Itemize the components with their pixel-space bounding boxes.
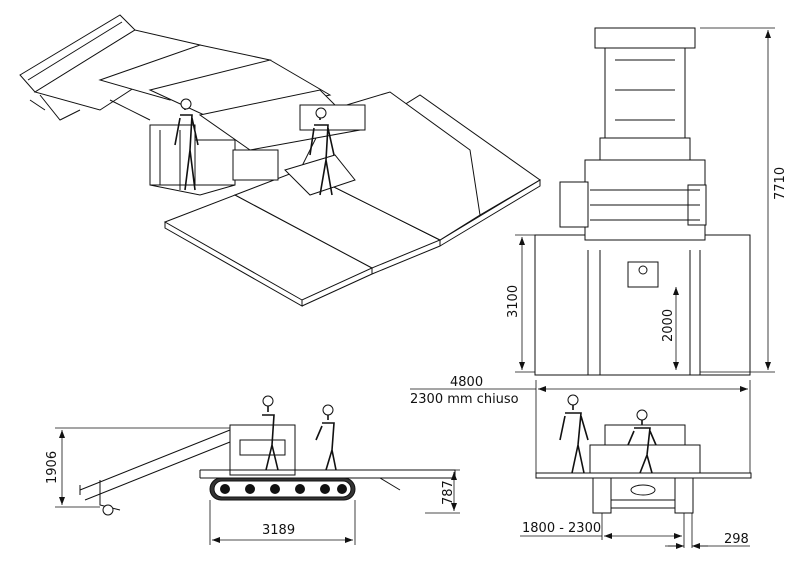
dim-total-height: 7710 (773, 167, 788, 200)
front-view (534, 27, 751, 376)
dim-side-height: 1906 (45, 451, 60, 484)
dim-track-width: 298 (724, 532, 749, 547)
dim-track-length: 3189 (262, 523, 295, 538)
dimension-lines (55, 27, 775, 549)
dim-platform-height: 3100 (506, 285, 521, 318)
isometric-view (19, 14, 541, 307)
rear-view (535, 394, 752, 514)
dim-open-width: 4800 (450, 375, 483, 390)
side-view (79, 395, 456, 516)
dim-closed-width: 2300 mm chiuso (410, 392, 519, 407)
dim-operator-height: 2000 (661, 309, 676, 342)
dim-track-gauge: 1800 - 2300 (522, 521, 601, 536)
dim-platform-ground-height: 787 (441, 480, 456, 505)
